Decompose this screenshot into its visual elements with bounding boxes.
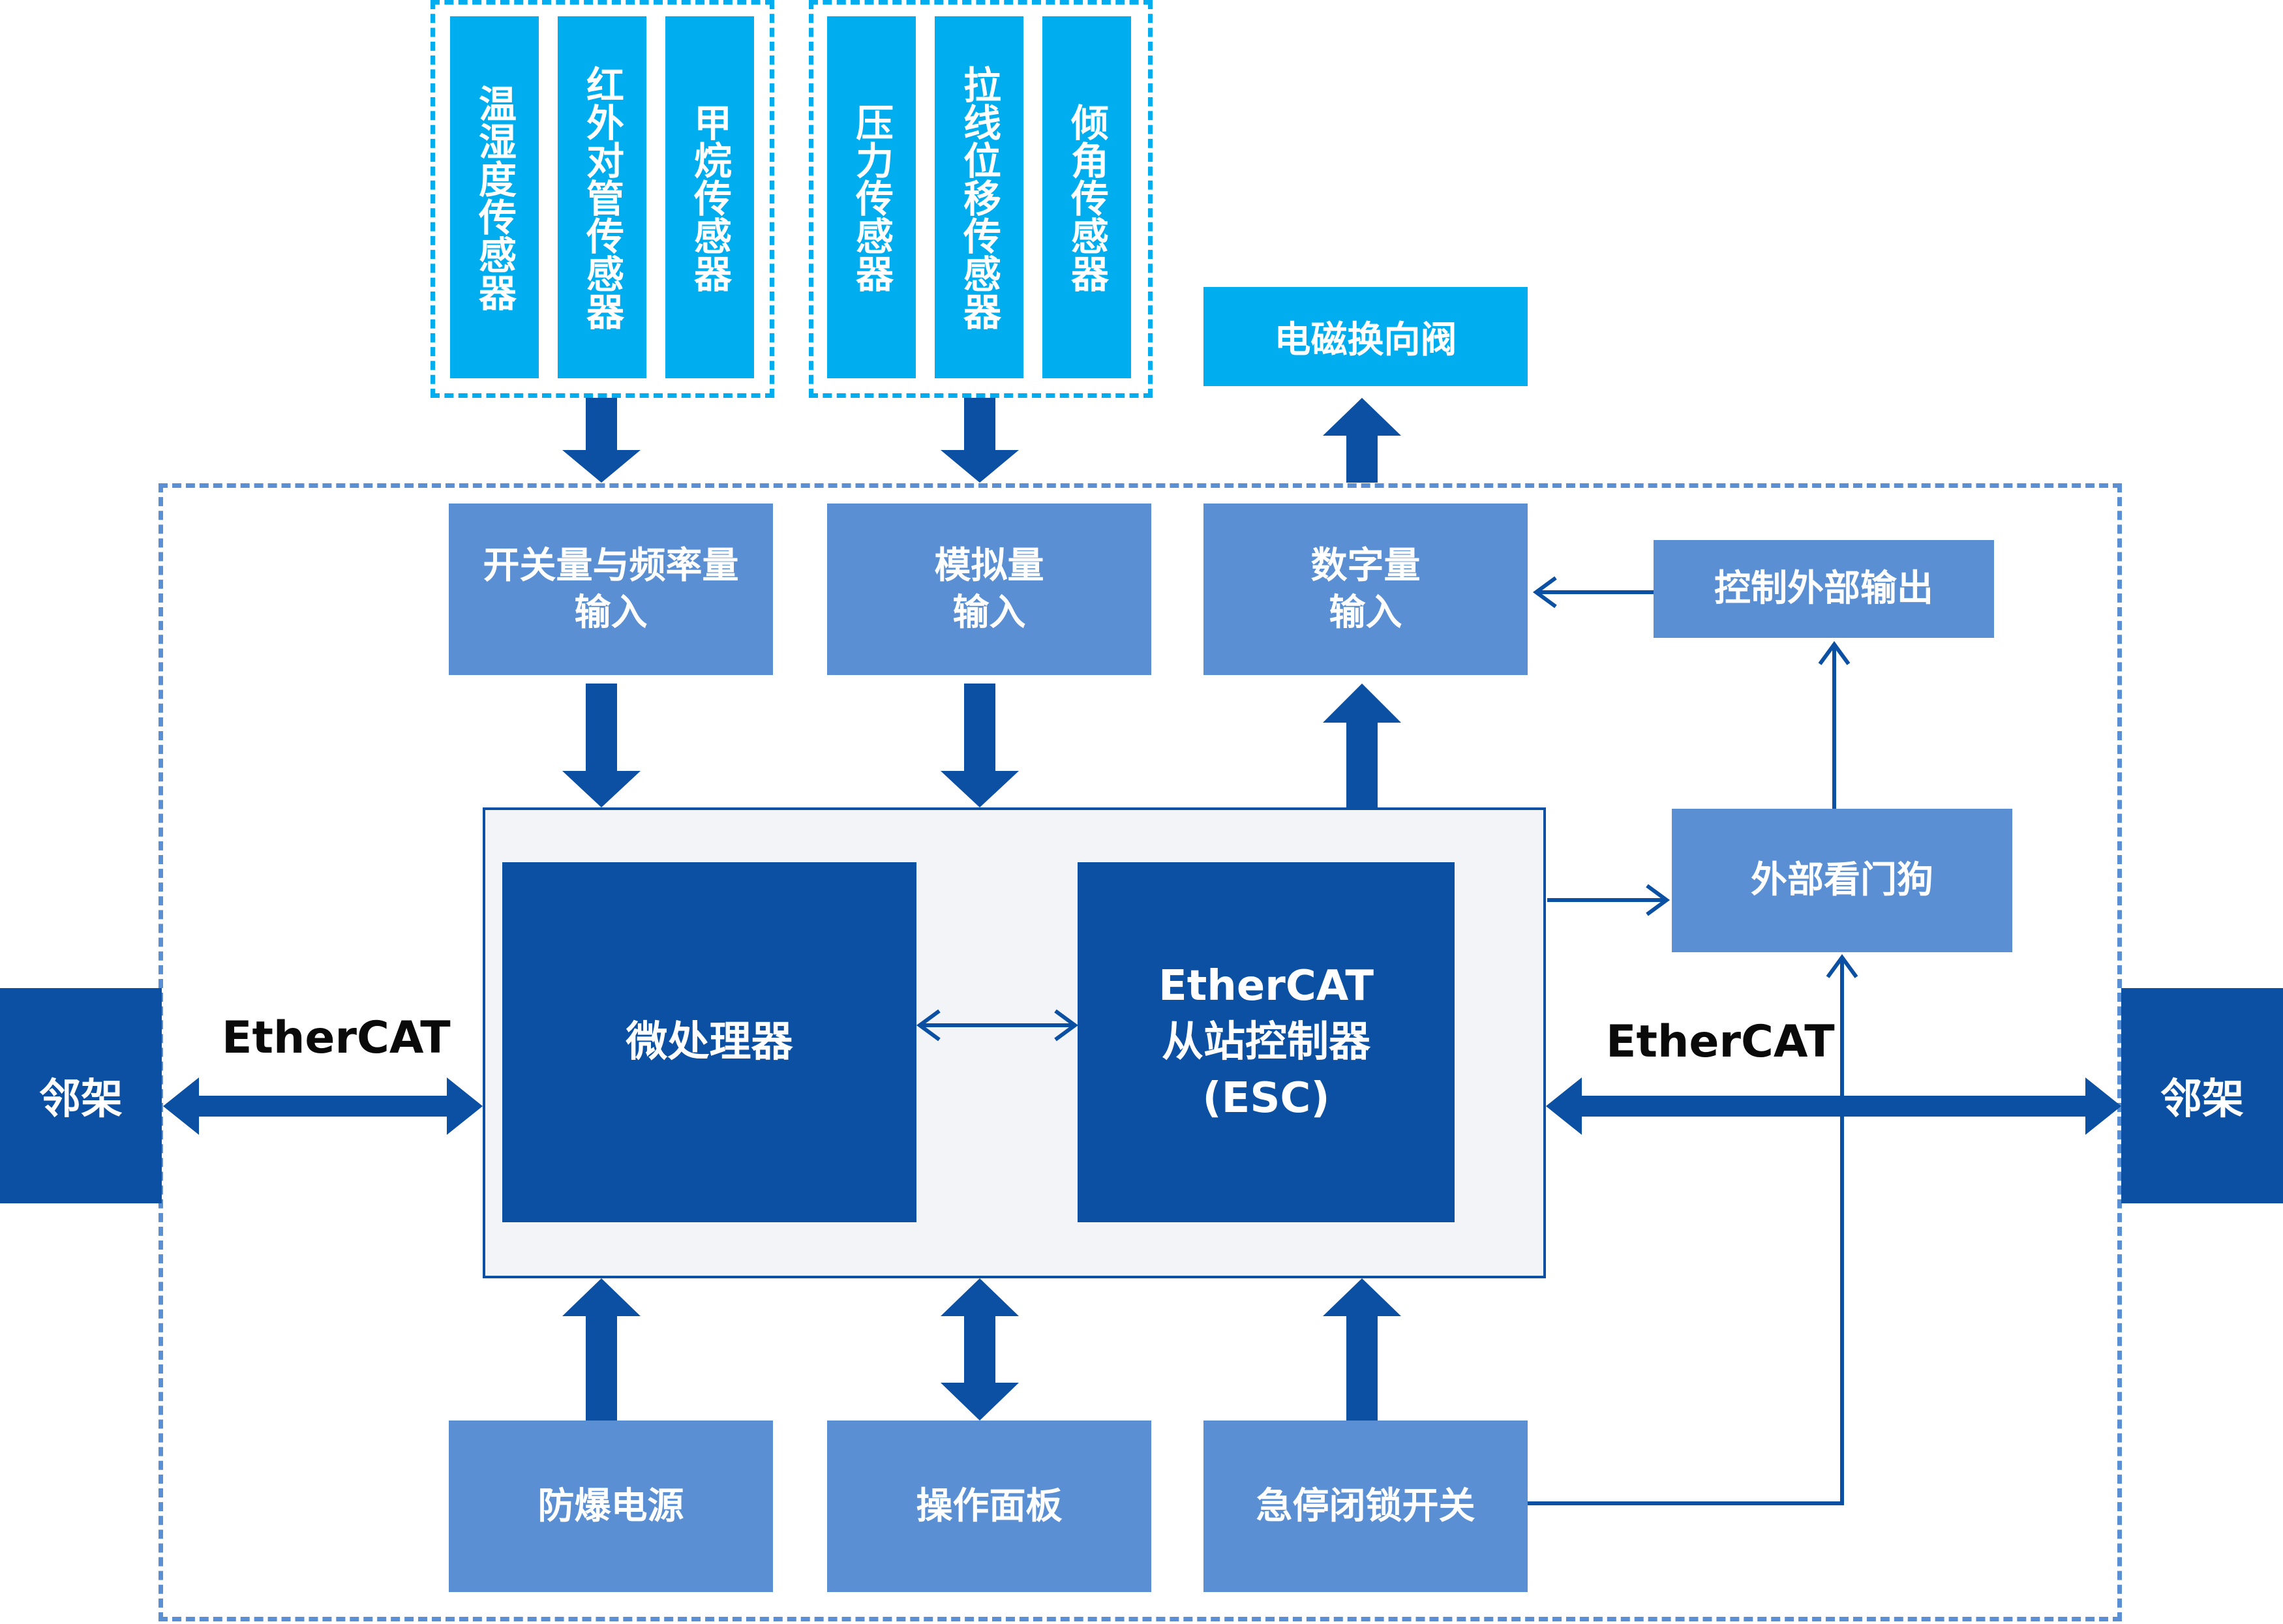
right-ethercat-label: EtherCAT xyxy=(1606,1016,1835,1068)
arrow-power-to-core xyxy=(562,1278,641,1421)
right-neighbor-support: 邻架 xyxy=(2121,988,2283,1203)
arrow-sensor2-to-analog xyxy=(941,398,1019,483)
pressure-sensor: 压力传感器 xyxy=(827,16,916,378)
emergency-stop-switch: 急停闭锁开关 xyxy=(1203,1421,1528,1592)
arrow-core-to-digital xyxy=(1323,684,1401,807)
displacement-sensor: 拉线位移传感器 xyxy=(935,16,1023,378)
microprocessor: 微处理器 xyxy=(502,862,916,1222)
arrow-right-ethercat-bus xyxy=(1546,1077,2121,1135)
left-neighbor-support: 邻架 xyxy=(0,988,162,1203)
arrow-digital-to-valve xyxy=(1323,398,1401,483)
arrow-sensor1-to-input xyxy=(562,398,641,483)
switch-frequency-input: 开关量与频率量 输入 xyxy=(449,504,773,675)
arrow-switch-to-core xyxy=(562,684,641,807)
arrow-estop-to-watchdog xyxy=(1528,957,1844,1505)
tilt-sensor: 倾角传感器 xyxy=(1042,16,1131,378)
analog-input: 模拟量 输入 xyxy=(827,504,1151,675)
temp-humidity-sensor: 温湿度传感器 xyxy=(450,16,539,378)
left-ethercat-label: EtherCAT xyxy=(222,1012,451,1064)
arrow-left-ethercat-bus xyxy=(163,1077,483,1135)
operation-panel: 操作面板 xyxy=(827,1421,1151,1592)
ethercat-slave-controller: EtherCAT 从站控制器 (ESC) xyxy=(1078,862,1455,1222)
explosion-proof-power: 防爆电源 xyxy=(449,1421,773,1592)
sensor-group-2-frame xyxy=(809,0,1153,398)
arrow-estop-to-core xyxy=(1323,1278,1401,1421)
sensor-group-1-frame xyxy=(431,0,774,398)
infrared-sensor: 红外对管传感器 xyxy=(558,16,646,378)
control-external-output: 控制外部输出 xyxy=(1654,540,1994,638)
solenoid-valve-box: 电磁换向阀 xyxy=(1203,287,1528,386)
arrow-analog-to-core xyxy=(941,684,1019,807)
arrow-panel-core xyxy=(941,1278,1019,1421)
external-watchdog: 外部看门狗 xyxy=(1672,809,2012,952)
digital-input: 数字量 输入 xyxy=(1203,504,1528,675)
methane-sensor: 甲烷传感器 xyxy=(665,16,754,378)
